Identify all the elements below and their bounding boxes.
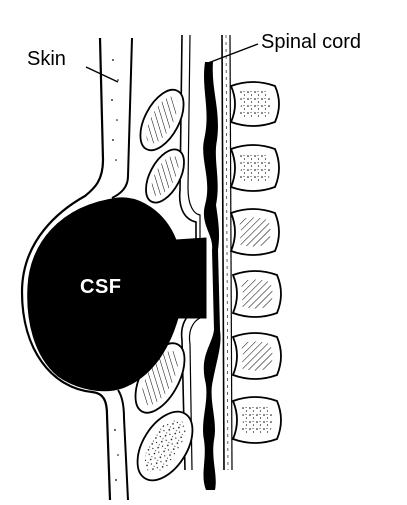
skin-leader-line — [85, 66, 119, 83]
csf-label: CSF — [80, 276, 122, 298]
vertebral-bodies — [229, 81, 282, 444]
spinal-cord — [203, 62, 221, 490]
posterior-vertebral-elements — [134, 88, 194, 482]
skin-texture — [111, 59, 119, 481]
skin-outer-line — [20, 37, 112, 501]
skin-label: Skin — [27, 48, 66, 70]
csf-sac — [27, 197, 207, 392]
skin-inner-line — [111, 37, 133, 501]
spinal-cord-label: Spinal cord — [261, 31, 362, 53]
spinal-cord-leader-line — [207, 43, 259, 64]
